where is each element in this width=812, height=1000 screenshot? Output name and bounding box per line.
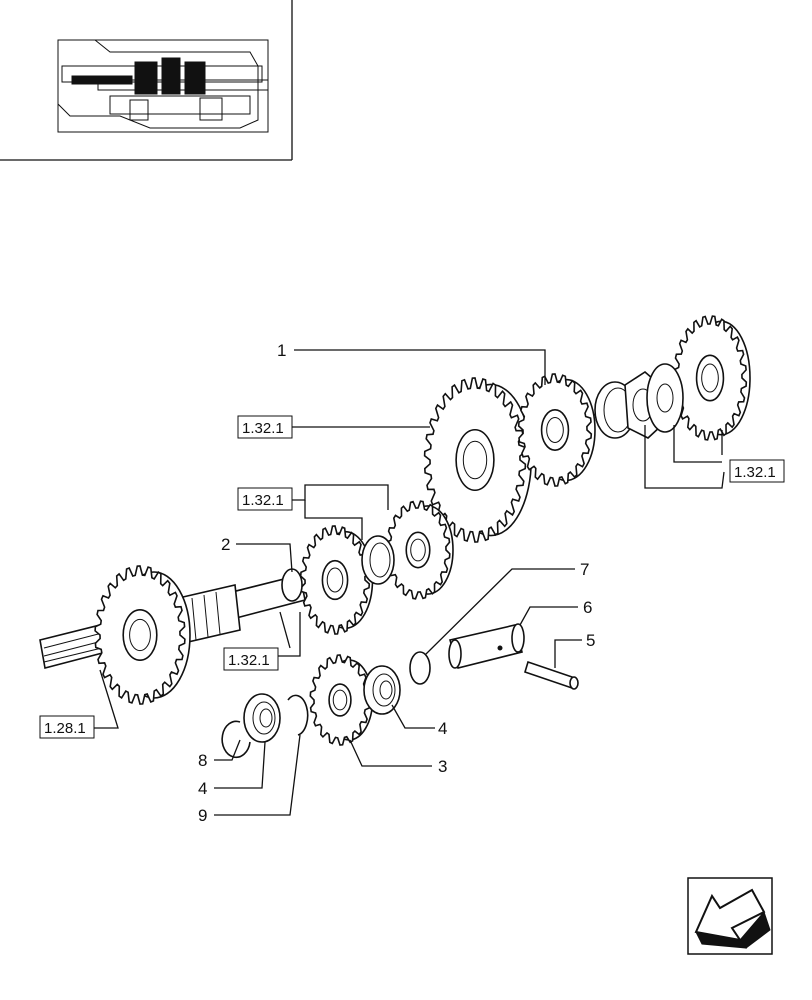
navigate-back-arrow-icon[interactable]: [687, 877, 773, 955]
gear-shaft-large: [94, 565, 191, 705]
snap-ring-7: [409, 651, 431, 685]
splined-washer: [646, 363, 684, 433]
callout-1: 1: [277, 341, 286, 360]
callout-2: 2: [221, 535, 230, 554]
gear-mid-right-bore: [410, 538, 426, 562]
leader-lines: [94, 349, 725, 816]
gear-1: [517, 373, 596, 487]
gear-3-bore: [332, 689, 348, 711]
reference-label: 1.32.1: [734, 464, 776, 481]
bearing-4-left: [243, 693, 281, 743]
pin-6: [448, 623, 525, 669]
reference-label: 1.28.1: [44, 720, 86, 737]
reference-label: 1.32.1: [228, 652, 270, 669]
circlip-8: [221, 720, 251, 759]
reference-box-top-left[interactable]: 1.32.1: [237, 415, 293, 439]
gear-mid-right: [385, 500, 454, 600]
bearing-4-right: [363, 665, 401, 715]
bearing-collar: [281, 568, 303, 602]
gear-mid-left-hub: [321, 559, 349, 601]
reference-label: 1.32.1: [242, 492, 284, 509]
reference-box-mid-bottom[interactable]: 1.32.1: [223, 647, 279, 671]
gear-large-upper: [423, 377, 533, 543]
roll-pin-5: [524, 660, 579, 690]
synchro-ring-mid: [361, 535, 395, 585]
circlip-9: [287, 694, 309, 736]
callout-6: 6: [583, 598, 592, 617]
callout-8: 8: [198, 751, 207, 770]
gear-upper-right-hub: [695, 354, 725, 402]
callout-4-right: 4: [438, 719, 447, 738]
gear-mid-left: [299, 525, 374, 635]
reference-label: 1.32.1: [242, 420, 284, 437]
gear-1-bore: [546, 417, 564, 443]
gear-large-upper-hub: [455, 428, 495, 492]
gear-3: [309, 654, 374, 746]
callout-9: 9: [198, 806, 207, 825]
callout-5: 5: [586, 631, 595, 650]
reference-box-top-right[interactable]: 1.32.1: [729, 459, 785, 483]
gear-mid-left-bore: [326, 567, 344, 593]
gear-upper-right: [672, 315, 751, 441]
reference-box-shaft[interactable]: 1.28.1: [39, 715, 95, 739]
reference-box-mid-left[interactable]: 1.32.1: [237, 487, 293, 511]
gear-3-hub: [328, 683, 352, 717]
callout-7: 7: [580, 560, 589, 579]
gear-shaft-large-hub: [122, 608, 158, 661]
transmission-locator-icon: [0, 0, 293, 161]
gear-upper-right-bore: [701, 363, 719, 393]
callout-3: 3: [438, 757, 447, 776]
gear-mid-right-hub: [405, 531, 431, 569]
gear-1-hub: [540, 409, 570, 451]
gear-assembly: [94, 315, 751, 746]
gear-large-upper-bore: [462, 440, 488, 480]
gear-shaft-large-bore: [129, 618, 151, 652]
callout-4-left: 4: [198, 779, 207, 798]
